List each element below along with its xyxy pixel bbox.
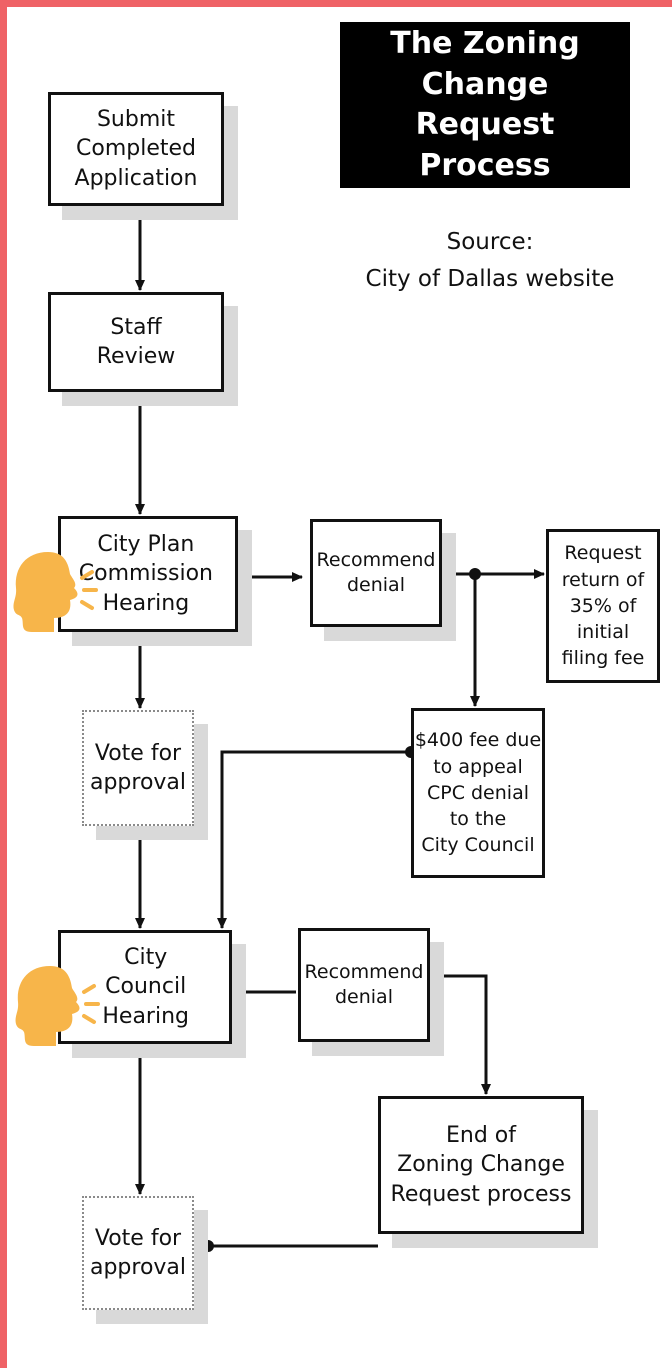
source-value: City of Dallas website (365, 265, 615, 292)
arrow-denial-to-end (436, 974, 491, 1095)
node-cpc-hearing: City Plan Commission Hearing (58, 516, 238, 632)
node-label: $400 fee due to appeal CPC denial to the… (414, 729, 542, 857)
node-label: Recommend denial (304, 960, 424, 1008)
node-label: City Council Hearing (102, 945, 189, 1029)
arrow-appeal-to-council (217, 750, 411, 929)
node-submit-application: Submit Completed Application (48, 92, 224, 206)
node-staff-review: Staff Review (48, 292, 224, 392)
node-appeal-fee: $400 fee due to appeal CPC denial to the… (411, 708, 545, 878)
node-end-process: End of Zoning Change Request process (378, 1096, 584, 1234)
node-request-return: Request return of 35% of initial filing … (546, 529, 660, 683)
node-council-hearing: City Council Hearing (58, 930, 232, 1044)
title-box: The Zoning Change Request Process (340, 22, 630, 188)
node-recommend-denial-2: Recommend denial (298, 928, 430, 1042)
node-label: End of Zoning Change Request process (390, 1123, 572, 1207)
node-recommend-denial-1: Recommend denial (310, 519, 442, 627)
junction-end (202, 1240, 214, 1252)
node-label: Staff Review (96, 314, 176, 369)
node-label: Request return of 35% of initial filing … (561, 542, 645, 670)
node-vote-approval-2: Vote for approval (82, 1196, 194, 1310)
source-label: Source: (446, 229, 534, 255)
speaking-head-icon (13, 552, 98, 632)
node-label: Recommend denial (316, 548, 436, 596)
source-note: Source: City of Dallas website (345, 224, 635, 298)
node-vote-approval-1: Vote for approval (82, 710, 194, 826)
node-label: Vote for approval (89, 740, 187, 795)
node-label: Vote for approval (89, 1225, 187, 1280)
page-title: The Zoning Change Request Process (390, 26, 580, 183)
node-label: City Plan Commission Hearing (78, 532, 213, 616)
junction-denial (469, 568, 481, 580)
speaking-head-icon (15, 966, 100, 1046)
junction-denial2 (431, 970, 443, 982)
node-label: Submit Completed Application (74, 107, 198, 191)
